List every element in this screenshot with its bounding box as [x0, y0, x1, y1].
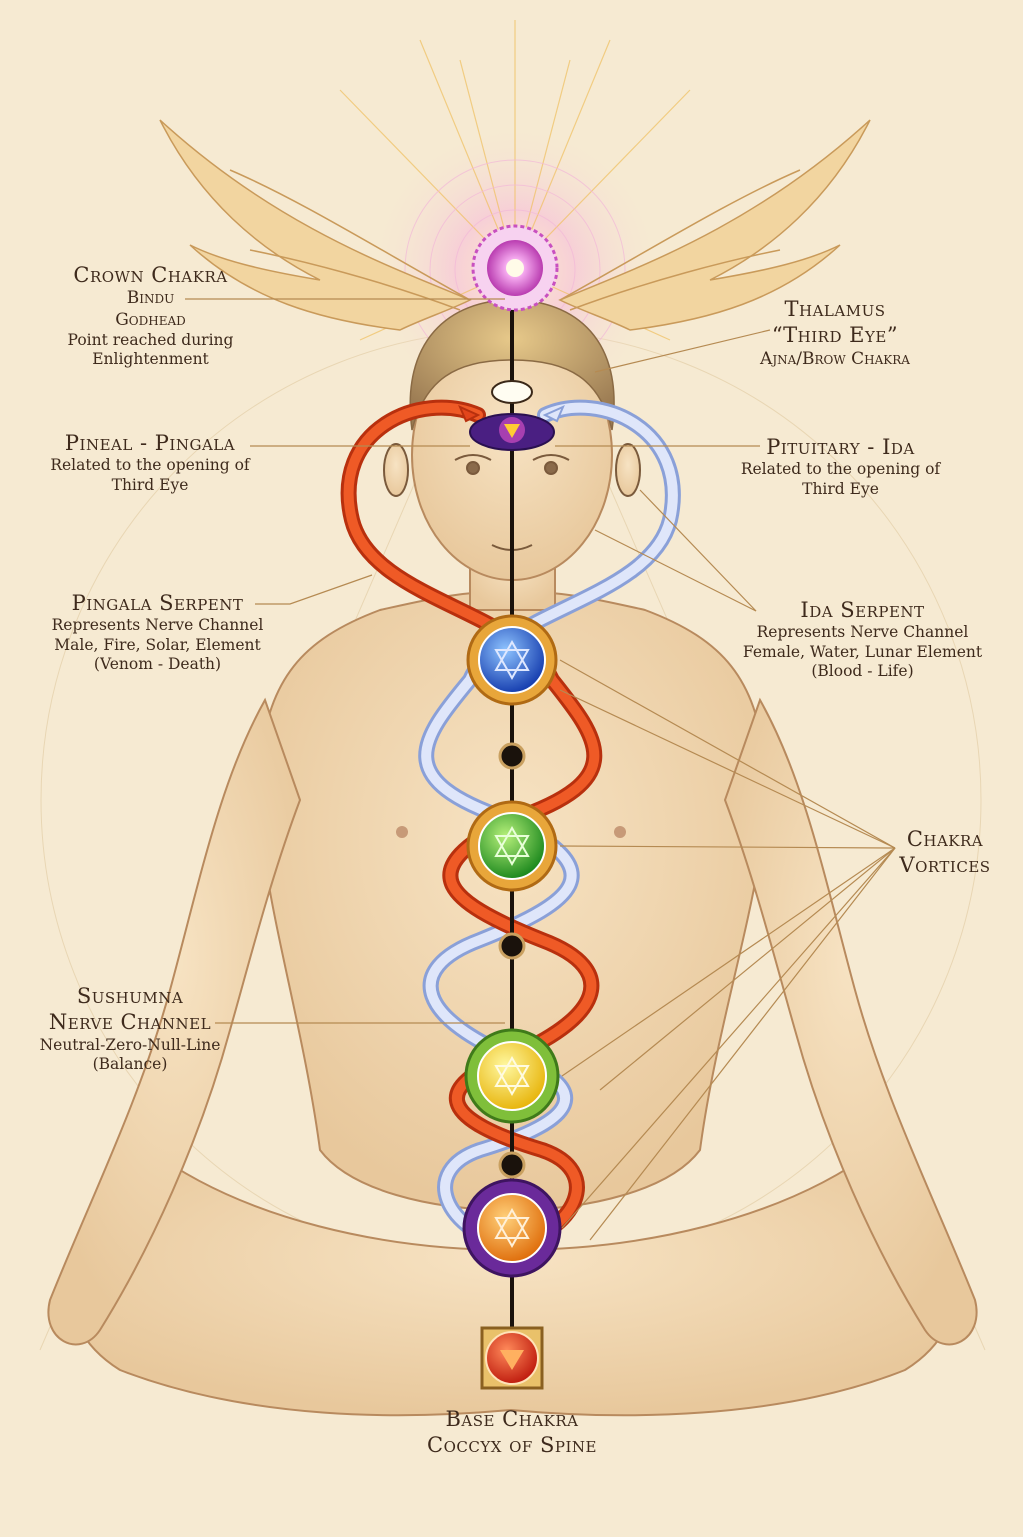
- pineal-label: Pineal - Pingala Related to the opening …: [35, 430, 265, 495]
- leader-lines: [185, 298, 896, 1241]
- thalamus-line-1: “Third Eye”: [771, 323, 899, 348]
- heart-chakra: [466, 800, 558, 892]
- thalamus-title: Thalamus: [784, 297, 886, 321]
- base-line-1: Coccyx of Spine: [427, 1433, 597, 1458]
- crown-chakra-label: Crown Chakra Bindu Godhead Point reached…: [38, 262, 263, 370]
- chakra-vortices-line-2: Vortices: [899, 853, 991, 878]
- pineal-line-2: Third Eye: [111, 475, 189, 494]
- thalamus-label: Thalamus “Third Eye” Ajna/Brow Chakra: [725, 296, 945, 370]
- pituitary-title: Pituitary - Ida: [766, 435, 915, 459]
- pingala-serpent-title: Pingala Serpent: [71, 591, 244, 615]
- sushumna-line-4: (Balance): [92, 1054, 168, 1073]
- sacral-chakra: [462, 1178, 562, 1278]
- pingala-serpent-line-2: Male, Fire, Solar, Element: [54, 635, 261, 654]
- pineal-title: Pineal - Pingala: [64, 431, 236, 455]
- node-2: [498, 932, 526, 960]
- chakra-vortices-label: Chakra Vortices: [885, 826, 1005, 879]
- ida-serpent-line-1: Represents Nerve Channel: [756, 623, 969, 642]
- pingala-serpent-label: Pingala Serpent Represents Nerve Channel…: [35, 590, 280, 674]
- pingala-serpent-line-1: Represents Nerve Channel: [51, 616, 264, 635]
- node-1: [498, 742, 526, 770]
- pingala-serpent-line-3: (Venom - Death): [93, 655, 222, 673]
- crown-chakra: [471, 224, 559, 312]
- base-chakra: [480, 1326, 544, 1390]
- crown-line-2: Godhead: [115, 309, 186, 330]
- sushumna-label: Sushumna Nerve Channel Neutral-Zero-Null…: [20, 983, 240, 1074]
- sushumna-line-2: Nerve Channel: [48, 1010, 212, 1035]
- solar-plexus-chakra: [464, 1028, 560, 1124]
- face: [383, 443, 641, 551]
- serpents: [340, 399, 681, 1258]
- node-3: [498, 1151, 526, 1179]
- crown-line-3: Point reached during: [67, 330, 234, 349]
- nipples: [396, 826, 626, 838]
- crown-title: Crown Chakra: [73, 263, 228, 287]
- ida-serpent-title: Ida Serpent: [800, 598, 925, 622]
- crown-line-1: Bindu: [126, 288, 175, 309]
- thalamus-line-2: Ajna/Brow Chakra: [760, 348, 910, 369]
- third-eye-chakra: [469, 413, 555, 451]
- pituitary-line-1: Related to the opening of: [740, 460, 941, 479]
- pituitary-label: Pituitary - Ida Related to the opening o…: [728, 434, 953, 499]
- ida-serpent-line-2: Female, Water, Lunar Element: [742, 642, 983, 661]
- base-chakra-label: Base Chakra Coccyx of Spine: [392, 1406, 632, 1459]
- ida-serpent-line-3: (Blood - Life): [811, 662, 914, 680]
- right-wing: [558, 119, 871, 331]
- pituitary-line-2: Third Eye: [802, 479, 879, 498]
- throat-chakra: [466, 614, 558, 706]
- crown-line-4: Enlightenment: [92, 350, 209, 369]
- chakra-vortices-line-1: Chakra: [906, 827, 984, 851]
- pineal-line-1: Related to the opening of: [50, 456, 250, 475]
- base-title: Base Chakra: [445, 1407, 579, 1431]
- sushumna-line-3: Neutral-Zero-Null-Line: [39, 1035, 221, 1054]
- thalamus-marker: [491, 380, 533, 404]
- left-wing: [159, 119, 472, 331]
- ida-serpent-label: Ida Serpent Represents Nerve Channel Fem…: [740, 597, 985, 681]
- sushumna-line-1: Sushumna: [76, 984, 184, 1008]
